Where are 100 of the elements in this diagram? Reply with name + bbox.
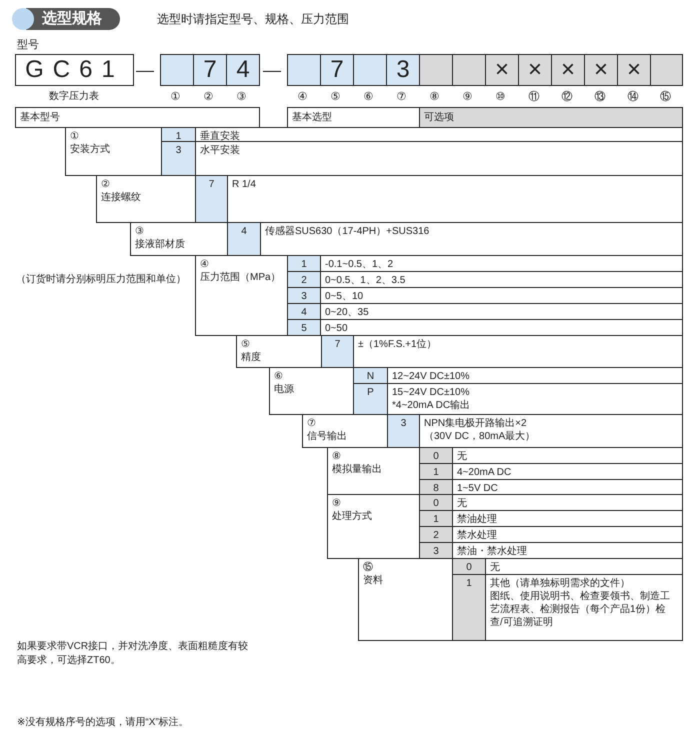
option-text: -0.1~0.5、1、2: [325, 258, 394, 271]
code-text: 1: [433, 466, 439, 479]
option-text: 图纸、使用说明书、检查要领书、制造工艺流程表、检测报告（每个产品1份）检查/可追溯证明: [490, 590, 671, 629]
position-number: ⑪: [528, 90, 540, 105]
position-number: ⑧: [430, 90, 440, 105]
parameter-box: [358, 558, 453, 641]
code-box: [320, 54, 354, 86]
option-text: 0~50: [325, 322, 348, 335]
code-text: 7: [334, 338, 340, 351]
option-code-cell: [227, 222, 261, 256]
code-box: [485, 54, 519, 86]
option-text: NPN集电极开路输出×2: [424, 417, 527, 430]
code-box: [617, 54, 651, 86]
code-text: 4: [241, 225, 247, 238]
position-number: ⑤: [241, 338, 250, 351]
option-text: 其他（请单独标明需求的文件）: [490, 577, 630, 590]
position-number: ⑨: [462, 90, 472, 105]
code-text: 1: [433, 513, 439, 526]
parameter-name: 电源: [274, 383, 294, 396]
code-text: N: [366, 370, 374, 383]
band-label: 可选项: [424, 111, 454, 124]
code-box: [551, 54, 585, 86]
code-text: ×: [626, 55, 641, 86]
position-number: ⑩: [496, 90, 506, 105]
code-text: 4: [236, 55, 250, 86]
option-code-cell: [419, 510, 453, 527]
subtitle: 选型时请指定型号、规格、压力范围: [157, 11, 349, 28]
option-text: ±（1%F.S.+1位）: [358, 338, 437, 351]
option-code-cell: [287, 303, 321, 320]
position-number: ③: [135, 225, 144, 238]
code-text: 7: [203, 55, 217, 86]
position-number: ⑫: [562, 90, 572, 105]
parameter-name: 接液部材质: [135, 238, 185, 251]
node-label: 数字压力表: [49, 90, 99, 103]
option-code-cell: [419, 542, 453, 559]
option-text: 水平安装: [200, 144, 240, 157]
position-number: ③: [236, 90, 246, 105]
option-code-cell: [161, 141, 196, 176]
code-text: 8: [433, 482, 439, 495]
option-code-cell: [195, 175, 228, 223]
option-text: 禁水处理: [457, 529, 497, 542]
position-number: ④: [298, 90, 308, 105]
code-text: ×: [528, 55, 542, 86]
code-text: P: [367, 386, 374, 399]
position-number: ①: [70, 130, 79, 143]
position-number: ④: [200, 258, 209, 271]
section-band: [419, 107, 683, 128]
section-band: [287, 107, 420, 128]
option-text: 4~20mA DC: [457, 466, 512, 479]
code-box: [160, 54, 194, 86]
option-code-cell: [419, 479, 453, 495]
option-text: （30V DC，80mA最大）: [424, 430, 536, 443]
option-code-cell: [353, 367, 388, 384]
position-number: ⑨: [332, 497, 341, 510]
option-text: 无: [490, 561, 500, 574]
code-text: 0: [466, 561, 472, 574]
parameter-name: 精度: [241, 351, 261, 364]
parameter-name: 连接螺纹: [101, 191, 141, 204]
option-text: 禁油处理: [457, 513, 497, 526]
model-code-box: [15, 54, 134, 86]
code-text: GC61: [25, 55, 124, 86]
code-text: 2: [301, 274, 307, 287]
option-code-cell: [419, 494, 453, 511]
option-code-cell: [161, 127, 196, 142]
option-cell: [485, 574, 683, 641]
code-text: 3: [301, 290, 307, 303]
code-box: [518, 54, 552, 86]
position-number: ②: [101, 178, 110, 191]
code-text: 3: [176, 144, 182, 157]
option-code-cell: [287, 319, 321, 336]
code-text: 1: [176, 130, 182, 143]
code-box: [452, 54, 486, 86]
option-code-cell: [452, 574, 486, 641]
code-box: [353, 54, 387, 86]
option-code-cell: [452, 558, 486, 575]
code-box: [386, 54, 420, 86]
code-text: 2: [433, 529, 439, 542]
option-text: 0~20、35: [325, 306, 369, 319]
band-label: 基本选型: [292, 111, 332, 124]
option-text: R 1/4: [232, 178, 256, 191]
code-text: 3: [396, 55, 410, 86]
code-text: 7: [330, 55, 344, 86]
code-box: [193, 54, 227, 86]
code-text: 0: [433, 450, 439, 463]
option-text: 1~5V DC: [457, 482, 498, 495]
note: 如果要求带VCR接口，并对洗净度、表面粗糙度有较高要求，可选择ZT60。: [17, 640, 250, 667]
option-text: 12~24V DC±10%: [392, 370, 470, 383]
parameter-name: 压力范围（MPa）: [200, 271, 281, 284]
code-text: ×: [560, 55, 575, 86]
position-number: ⑭: [628, 90, 638, 105]
position-number: ⑦: [307, 417, 316, 430]
field-label: 型号: [17, 38, 39, 53]
code-text: ×: [494, 55, 509, 86]
code-text: 7: [208, 178, 214, 191]
code-text: 5: [301, 322, 307, 335]
option-text: 禁油・禁水处理: [457, 545, 527, 558]
option-text: 无: [457, 497, 467, 510]
parameter-name: 模拟量输出: [332, 463, 382, 476]
position-number: ⑤: [330, 90, 340, 105]
parameter-name: 信号输出: [307, 430, 347, 443]
